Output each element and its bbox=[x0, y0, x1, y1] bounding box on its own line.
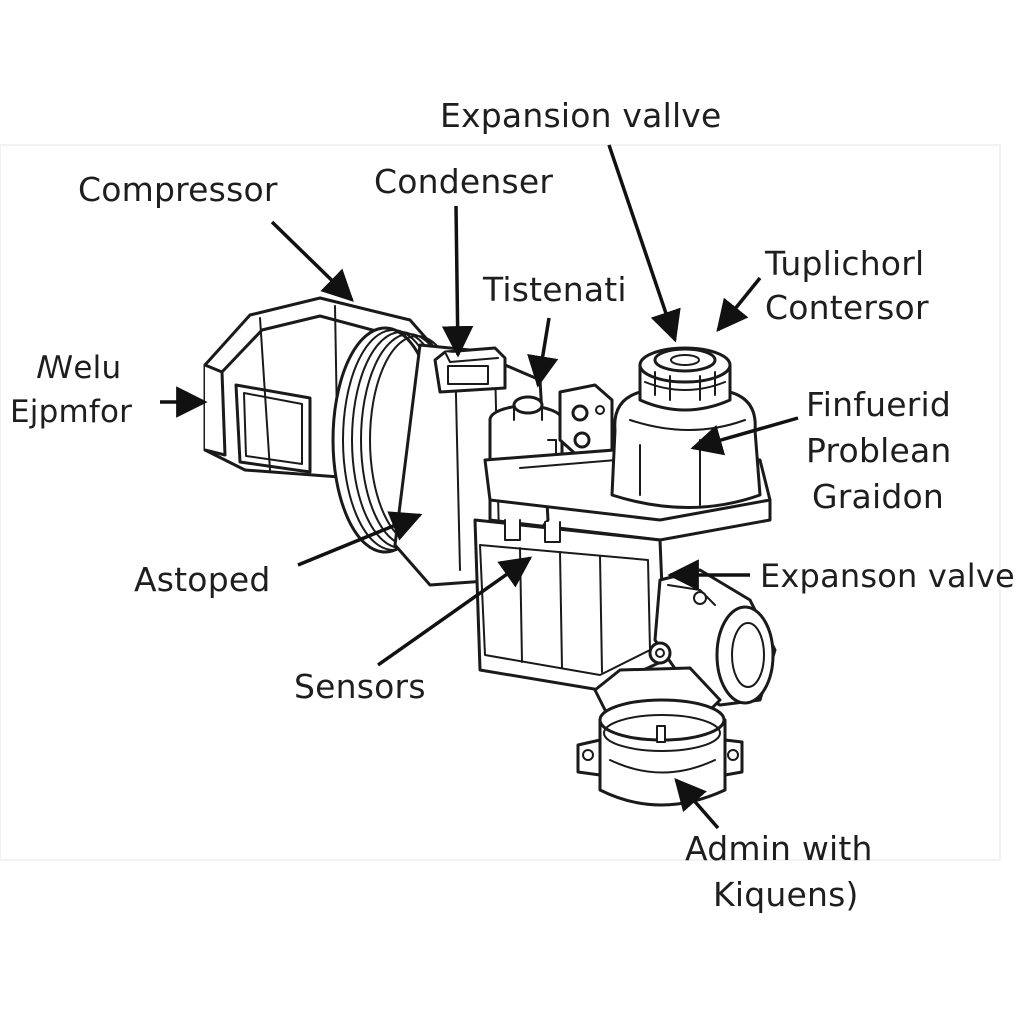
label-finfuerid: Finfuerid Problean Graidon bbox=[806, 382, 952, 520]
lower-housing bbox=[473, 518, 667, 692]
arrow-tistenati bbox=[527, 317, 559, 388]
fitting-block bbox=[558, 383, 614, 460]
label-astoped: Astoped bbox=[134, 560, 271, 599]
label-compressor: Compressor bbox=[78, 170, 278, 209]
compressor-assembly bbox=[203, 296, 777, 807]
label-ejpmfor-line1: ꟿelu bbox=[36, 350, 122, 386]
label-admin-line2: Kiquens) bbox=[713, 875, 859, 914]
dome-housing bbox=[610, 388, 762, 509]
label-tuplichorl-line2: Contersor bbox=[765, 288, 929, 327]
arrow-sensors bbox=[376, 556, 533, 667]
condenser-block bbox=[433, 346, 507, 394]
label-admin-line1: Admin with bbox=[685, 829, 873, 868]
arrow-finfuerid bbox=[690, 416, 799, 456]
label-finfuerid-line3: Graidon bbox=[812, 477, 944, 516]
top-valve bbox=[638, 346, 732, 412]
label-expansion-valve-top: Expansion vallve bbox=[440, 96, 722, 135]
leader-arrows bbox=[160, 144, 799, 830]
label-condenser: Condenser bbox=[374, 162, 554, 201]
label-sensors: Sensors bbox=[294, 667, 426, 706]
arrow-expansion-valve-top bbox=[607, 144, 681, 343]
arrow-admin bbox=[674, 778, 720, 830]
label-finfuerid-line2: Problean bbox=[806, 431, 952, 470]
label-finfuerid-line1: Finfuerid bbox=[806, 385, 951, 424]
label-expansion-valve-right: Expanson valve bbox=[760, 557, 1015, 595]
label-tuplichorl-line1: Tuplichorl bbox=[765, 244, 925, 283]
label-ejpmfor: ꟿelu Ejpmfor bbox=[10, 346, 132, 434]
label-tuplichorl: Tuplichorl Contersor bbox=[765, 242, 929, 330]
arrow-tuplichorl bbox=[716, 276, 762, 333]
arrow-astoped bbox=[297, 511, 423, 567]
arrow-condenser bbox=[441, 205, 474, 358]
label-admin: Admin with Kiquens) bbox=[685, 826, 873, 918]
label-tistenati: Tistenati bbox=[483, 270, 627, 309]
label-ejpmfor-line2: Ejpmfor bbox=[10, 394, 133, 430]
arrow-compressor bbox=[270, 220, 354, 302]
